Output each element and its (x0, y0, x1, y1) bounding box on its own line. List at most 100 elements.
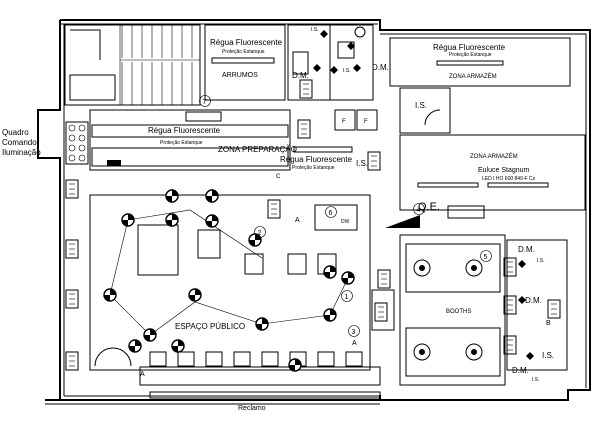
panel-knob (78, 154, 86, 162)
ceiling-lamp-icon (205, 189, 219, 203)
ceiling-lamp-icon (165, 189, 179, 203)
arrumos-label: ARRUMOS (222, 72, 258, 79)
lamp-fill (122, 214, 134, 226)
circuit-marker: 2 (254, 226, 266, 238)
regua-label-prep: Régua Fluorescente (148, 126, 221, 135)
ceiling-lamp-icon (188, 288, 202, 302)
protecao-label-arrumos: Proteção Estanque (222, 49, 265, 55)
chair (205, 351, 223, 367)
lamp-fill (172, 340, 184, 352)
circuit-marker-label: 1 (345, 294, 349, 301)
zona-preparacao: Régua Fluorescente Proteção Estanque ZON… (89, 109, 353, 180)
arrumos-room: ARRUMOS Régua Fluorescente Proteção Esta… (204, 24, 286, 101)
circuit-marker-label: 2 (258, 230, 262, 237)
zona-preparacao-label: ZONA PREPARAÇÃO (218, 145, 297, 154)
panel-knob (78, 134, 86, 142)
smoke-detector-icon (526, 352, 534, 360)
booth-fixture-center (419, 265, 425, 271)
euluce-title: Euluce Stagnum (478, 167, 530, 174)
dw-qe: DW Q.E. (314, 201, 485, 231)
booth-fixture-center (419, 349, 425, 355)
zona-armazem-top-label: ZONA ARMAZÉM (449, 73, 497, 80)
circuit-marker-label: 6 (329, 210, 333, 217)
smoke-detector-icon (320, 30, 328, 38)
espaco-publico: ESPAÇO PÚBLICO A A A (89, 189, 381, 386)
ceiling-lamp-icon (288, 358, 302, 372)
ceiling-lamp-icon (121, 213, 135, 227)
table (287, 253, 307, 275)
circuit-marker: 7 (199, 95, 211, 107)
switch-box (267, 199, 281, 219)
protecao-label-prep: Proteção Estanque (160, 140, 203, 146)
fridge-boxes: F F I.S. (334, 109, 378, 168)
circuit-marker-label: 4 (417, 207, 421, 214)
dm-right-1: D.M. (518, 245, 535, 254)
is-right-3: I.S. (532, 377, 540, 383)
panel-knob (68, 134, 76, 142)
label-c: C (276, 174, 281, 180)
switch-box (503, 335, 517, 355)
switch-box (65, 239, 79, 259)
lamp-fill (104, 289, 116, 301)
circuit-marker: 1 (341, 290, 353, 302)
circuit-marker-ring (480, 250, 492, 262)
panel-line-2: Comando (2, 138, 37, 147)
label-b: B (546, 320, 551, 327)
booth-fixture-icon (465, 343, 483, 361)
panel-knob (68, 144, 76, 152)
label-a-3: A (140, 371, 145, 378)
ceiling-lamp-icon (171, 339, 185, 353)
switch-box (367, 151, 381, 171)
smoke-detector-icon (518, 296, 526, 304)
smoke-detector-icon (518, 260, 526, 268)
booths-label: BOOTHS (446, 309, 471, 315)
lamp-fill (324, 309, 336, 321)
smoke-detector-icon (353, 64, 361, 72)
panel-knob (68, 154, 76, 162)
switch-box (65, 351, 79, 371)
is-label-top: I.S. (311, 27, 319, 33)
table (244, 253, 264, 275)
switch-box (374, 302, 388, 322)
stairs (64, 24, 201, 106)
lamp-fill (256, 318, 268, 330)
is-label-mid: I.S. (415, 101, 427, 110)
circuit-marker-ring (341, 290, 353, 302)
wc-block: I.S. D.M. I.S. D.M. (287, 24, 389, 101)
is-label-center: I.S. (356, 159, 368, 168)
switch-box (503, 257, 517, 277)
booth-fixture-center (471, 265, 477, 271)
circuit-marker-ring (348, 325, 360, 337)
euluce-spec: LED I HO 600 840-F Cz (482, 176, 536, 182)
zona-armazem-label: ZONA ARMAZÉM (470, 153, 518, 160)
switch-box (377, 269, 391, 289)
circuit-marker-ring (413, 203, 425, 215)
ceiling-lamp-icon (341, 271, 355, 285)
circuit-marker: 6 (325, 206, 337, 218)
panel-knob (78, 124, 86, 132)
lamp-fill (342, 272, 354, 284)
circuit-marker: 5 (480, 250, 492, 262)
protecao-label-armazem: Proteção Estanque (449, 52, 492, 58)
switch-box (65, 179, 79, 199)
is-right-1: I.S. (537, 258, 545, 264)
circuit-marker-label: 5 (484, 254, 488, 261)
chair (149, 351, 167, 367)
chair (177, 351, 195, 367)
lamp-fill (129, 340, 141, 352)
regua-label-armazem: Régua Fluorescente (433, 43, 506, 52)
ceiling-lamp-icon (255, 317, 269, 331)
fridge-1-label: F (342, 119, 346, 125)
switch-box (297, 119, 311, 139)
label-a-2: A (352, 340, 357, 347)
circuit-marker-label: 7 (203, 99, 207, 106)
chair (317, 351, 335, 367)
fridge-2-label: F (364, 119, 368, 125)
circuit-marker-ring (199, 95, 211, 107)
ceiling-lamp-icon (165, 213, 179, 227)
ceiling-lamp-icon (103, 288, 117, 302)
ceiling-lamp-icon (128, 339, 142, 353)
